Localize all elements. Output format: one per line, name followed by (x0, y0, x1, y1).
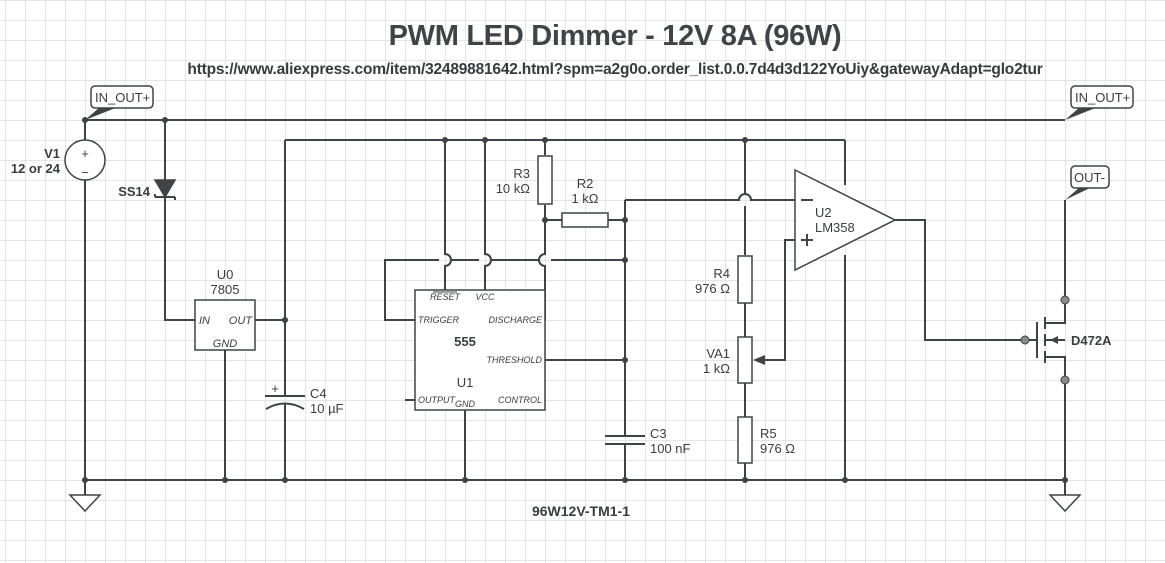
junctions (82, 117, 1068, 483)
svg-text:R2: R2 (577, 176, 594, 191)
plus-icon: + (81, 146, 89, 161)
resistor-r3: R3 10 kΩ (496, 155, 553, 205)
wire-wiper (762, 239, 795, 361)
svg-text:VCC: VCC (475, 292, 495, 302)
wire-555-vcc (484, 140, 492, 290)
svg-text:R3: R3 (513, 166, 530, 181)
svg-text:CONTROL: CONTROL (498, 395, 542, 405)
svg-text:LM358: LM358 (815, 220, 855, 235)
potentiometer-va1: VA1 1 kΩ (703, 336, 765, 384)
minus-icon: − (81, 165, 89, 180)
svg-text:10 kΩ: 10 kΩ (496, 181, 531, 196)
net-label-in-out-right: IN_OUT+ (1065, 85, 1134, 120)
resistor-r2: R2 1 kΩ (561, 176, 609, 228)
opamp-u2-lm358: U2 LM358 (794, 168, 897, 272)
svg-text:R5: R5 (760, 426, 777, 441)
regulator-u0: U0 7805 IN OUT GND (194, 267, 256, 351)
ground-symbol-left (68, 480, 102, 513)
svg-text:D472A: D472A (1071, 333, 1112, 348)
schematic-title: PWM LED Dimmer - 12V 8A (96W) (388, 20, 842, 52)
timer-u1-555: RESET VCC TRIGGER DISCHARGE 555 THRESHOL… (414, 289, 546, 411)
svg-text:GND: GND (213, 338, 238, 350)
wire-gate (895, 219, 1025, 341)
capacitor-c4: + C4 10 µF (265, 381, 344, 416)
svg-text:RESET: RESET (430, 292, 462, 302)
svg-text:U2: U2 (815, 205, 832, 220)
svg-text:OUT: OUT (229, 315, 254, 327)
capacitor-c3: C3 100 nF (605, 426, 691, 456)
svg-text:IN: IN (199, 315, 210, 327)
svg-text:VA1: VA1 (706, 346, 730, 361)
svg-text:976 Ω: 976 Ω (760, 441, 795, 456)
voltage-source-v1: + − V1 12 or 24 (11, 139, 106, 181)
svg-text:C3: C3 (650, 426, 667, 441)
svg-text:IN_OUT+: IN_OUT+ (1075, 90, 1130, 105)
svg-text:976 Ω: 976 Ω (695, 281, 730, 296)
svg-text:+: + (271, 381, 279, 396)
svg-text:R4: R4 (713, 266, 730, 281)
svg-text:1 kΩ: 1 kΩ (571, 191, 598, 206)
svg-text:SS14: SS14 (118, 184, 151, 199)
svg-text:IN_OUT+: IN_OUT+ (95, 90, 150, 105)
net-label-out-minus: OUT- (1065, 165, 1110, 200)
resistor-r4: R4 976 Ω (695, 255, 753, 304)
wire-opamp-minus (625, 193, 795, 201)
wire-5v-rail (255, 139, 845, 480)
wire-trigger-loop (384, 259, 625, 321)
svg-text:DISCHARGE: DISCHARGE (488, 315, 543, 325)
mosfet-d472a: D472A (1020, 295, 1112, 385)
svg-text:12 or 24: 12 or 24 (11, 161, 61, 176)
wire-555-reset (444, 140, 452, 290)
wire-diode (164, 120, 195, 321)
source-url: https://www.aliexpress.com/item/32489881… (187, 61, 1043, 78)
wires (84, 119, 1066, 500)
schematic-id-label: 96W12V-TM1-1 (532, 503, 630, 519)
diode-ss14: SS14 (118, 179, 177, 200)
resistor-r5: R5 976 Ω (737, 416, 795, 464)
svg-text:100 nF: 100 nF (650, 441, 691, 456)
svg-text:OUT-: OUT- (1074, 170, 1105, 185)
svg-text:C4: C4 (310, 386, 327, 401)
svg-text:TRIGGER: TRIGGER (418, 315, 460, 325)
svg-text:U0: U0 (217, 267, 234, 282)
svg-text:555: 555 (454, 334, 476, 349)
svg-text:GND: GND (455, 399, 476, 409)
svg-text:U1: U1 (457, 375, 474, 390)
svg-text:V1: V1 (44, 146, 60, 161)
svg-text:OUTPUT: OUTPUT (418, 395, 457, 405)
svg-text:1 kΩ: 1 kΩ (703, 361, 730, 376)
svg-text:THRESHOLD: THRESHOLD (486, 355, 542, 365)
ground-symbol-right (1048, 494, 1082, 513)
svg-text:7805: 7805 (211, 282, 240, 297)
svg-text:10 µF: 10 µF (310, 401, 344, 416)
net-label-in-out-left: IN_OUT+ (85, 85, 154, 120)
